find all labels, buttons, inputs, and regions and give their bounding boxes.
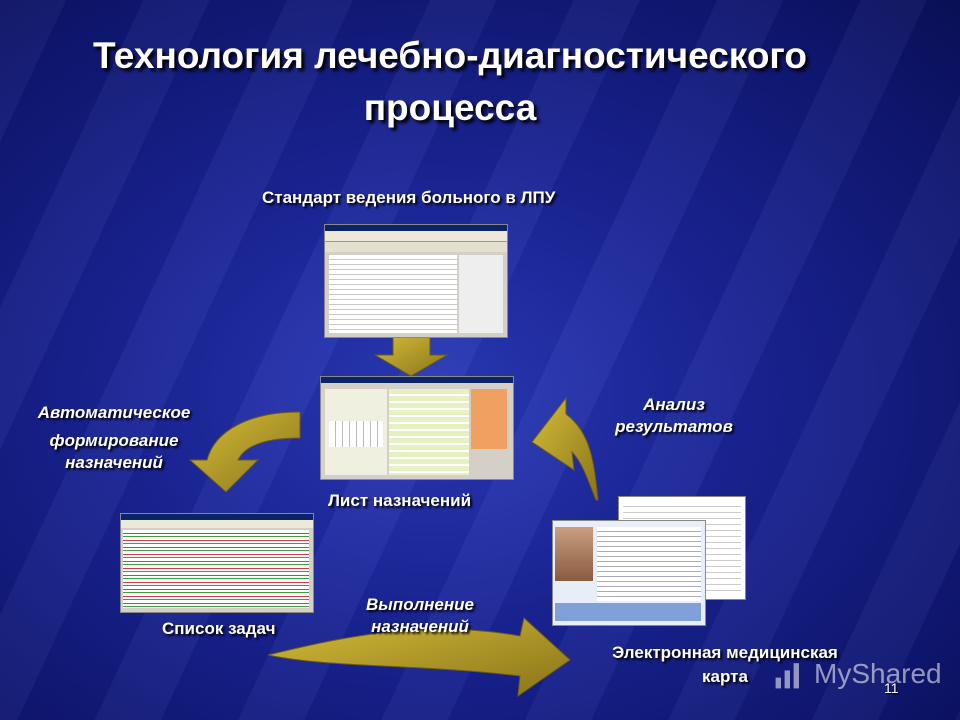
label-auto-forming: Автоматическое формирование назначений bbox=[14, 402, 214, 474]
slide-title-line-1: Технология лечебно-диагностического bbox=[93, 35, 807, 76]
label-analysis-line-1: Анализ bbox=[643, 395, 705, 414]
label-analysis: Анализ результатов bbox=[594, 394, 754, 438]
slide-title: Технология лечебно-диагностического проц… bbox=[0, 30, 900, 134]
label-emr: Электронная медицинская карта bbox=[584, 642, 866, 688]
label-standard: Стандарт ведения больного в ЛПУ bbox=[262, 188, 556, 207]
label-task-list: Список задач bbox=[162, 619, 276, 638]
down-arrow bbox=[373, 335, 449, 377]
label-auto-forming-line-1: Автоматическое bbox=[37, 403, 191, 422]
label-emr-line-2: карта bbox=[702, 667, 748, 686]
emr-screenshot bbox=[552, 520, 706, 626]
label-analysis-line-2: результатов bbox=[615, 417, 733, 436]
label-execution-line-2: назначений bbox=[371, 617, 469, 636]
task-list-screenshot bbox=[120, 513, 314, 613]
slide-number: 11 bbox=[884, 680, 899, 696]
curved-arrow-auto bbox=[188, 411, 301, 493]
chart-logo-icon bbox=[775, 663, 799, 689]
curved-arrow-execution bbox=[267, 617, 571, 698]
label-auto-forming-line-2: формирование bbox=[49, 431, 179, 450]
slide-title-line-2: процесса bbox=[363, 87, 537, 128]
prescription-sheet-screenshot bbox=[320, 376, 514, 480]
label-execution-line-1: Выполнение bbox=[366, 595, 474, 614]
label-prescription-sheet: Лист назначений bbox=[328, 491, 472, 510]
label-execution: Выполнение назначений bbox=[350, 594, 490, 638]
label-auto-forming-line-3: назначений bbox=[65, 453, 163, 472]
label-emr-line-1: Электронная медицинская bbox=[612, 643, 838, 662]
watermark-text: MyShared bbox=[814, 658, 942, 689]
curved-arrow-analysis bbox=[531, 396, 599, 501]
standard-screenshot bbox=[324, 224, 508, 338]
